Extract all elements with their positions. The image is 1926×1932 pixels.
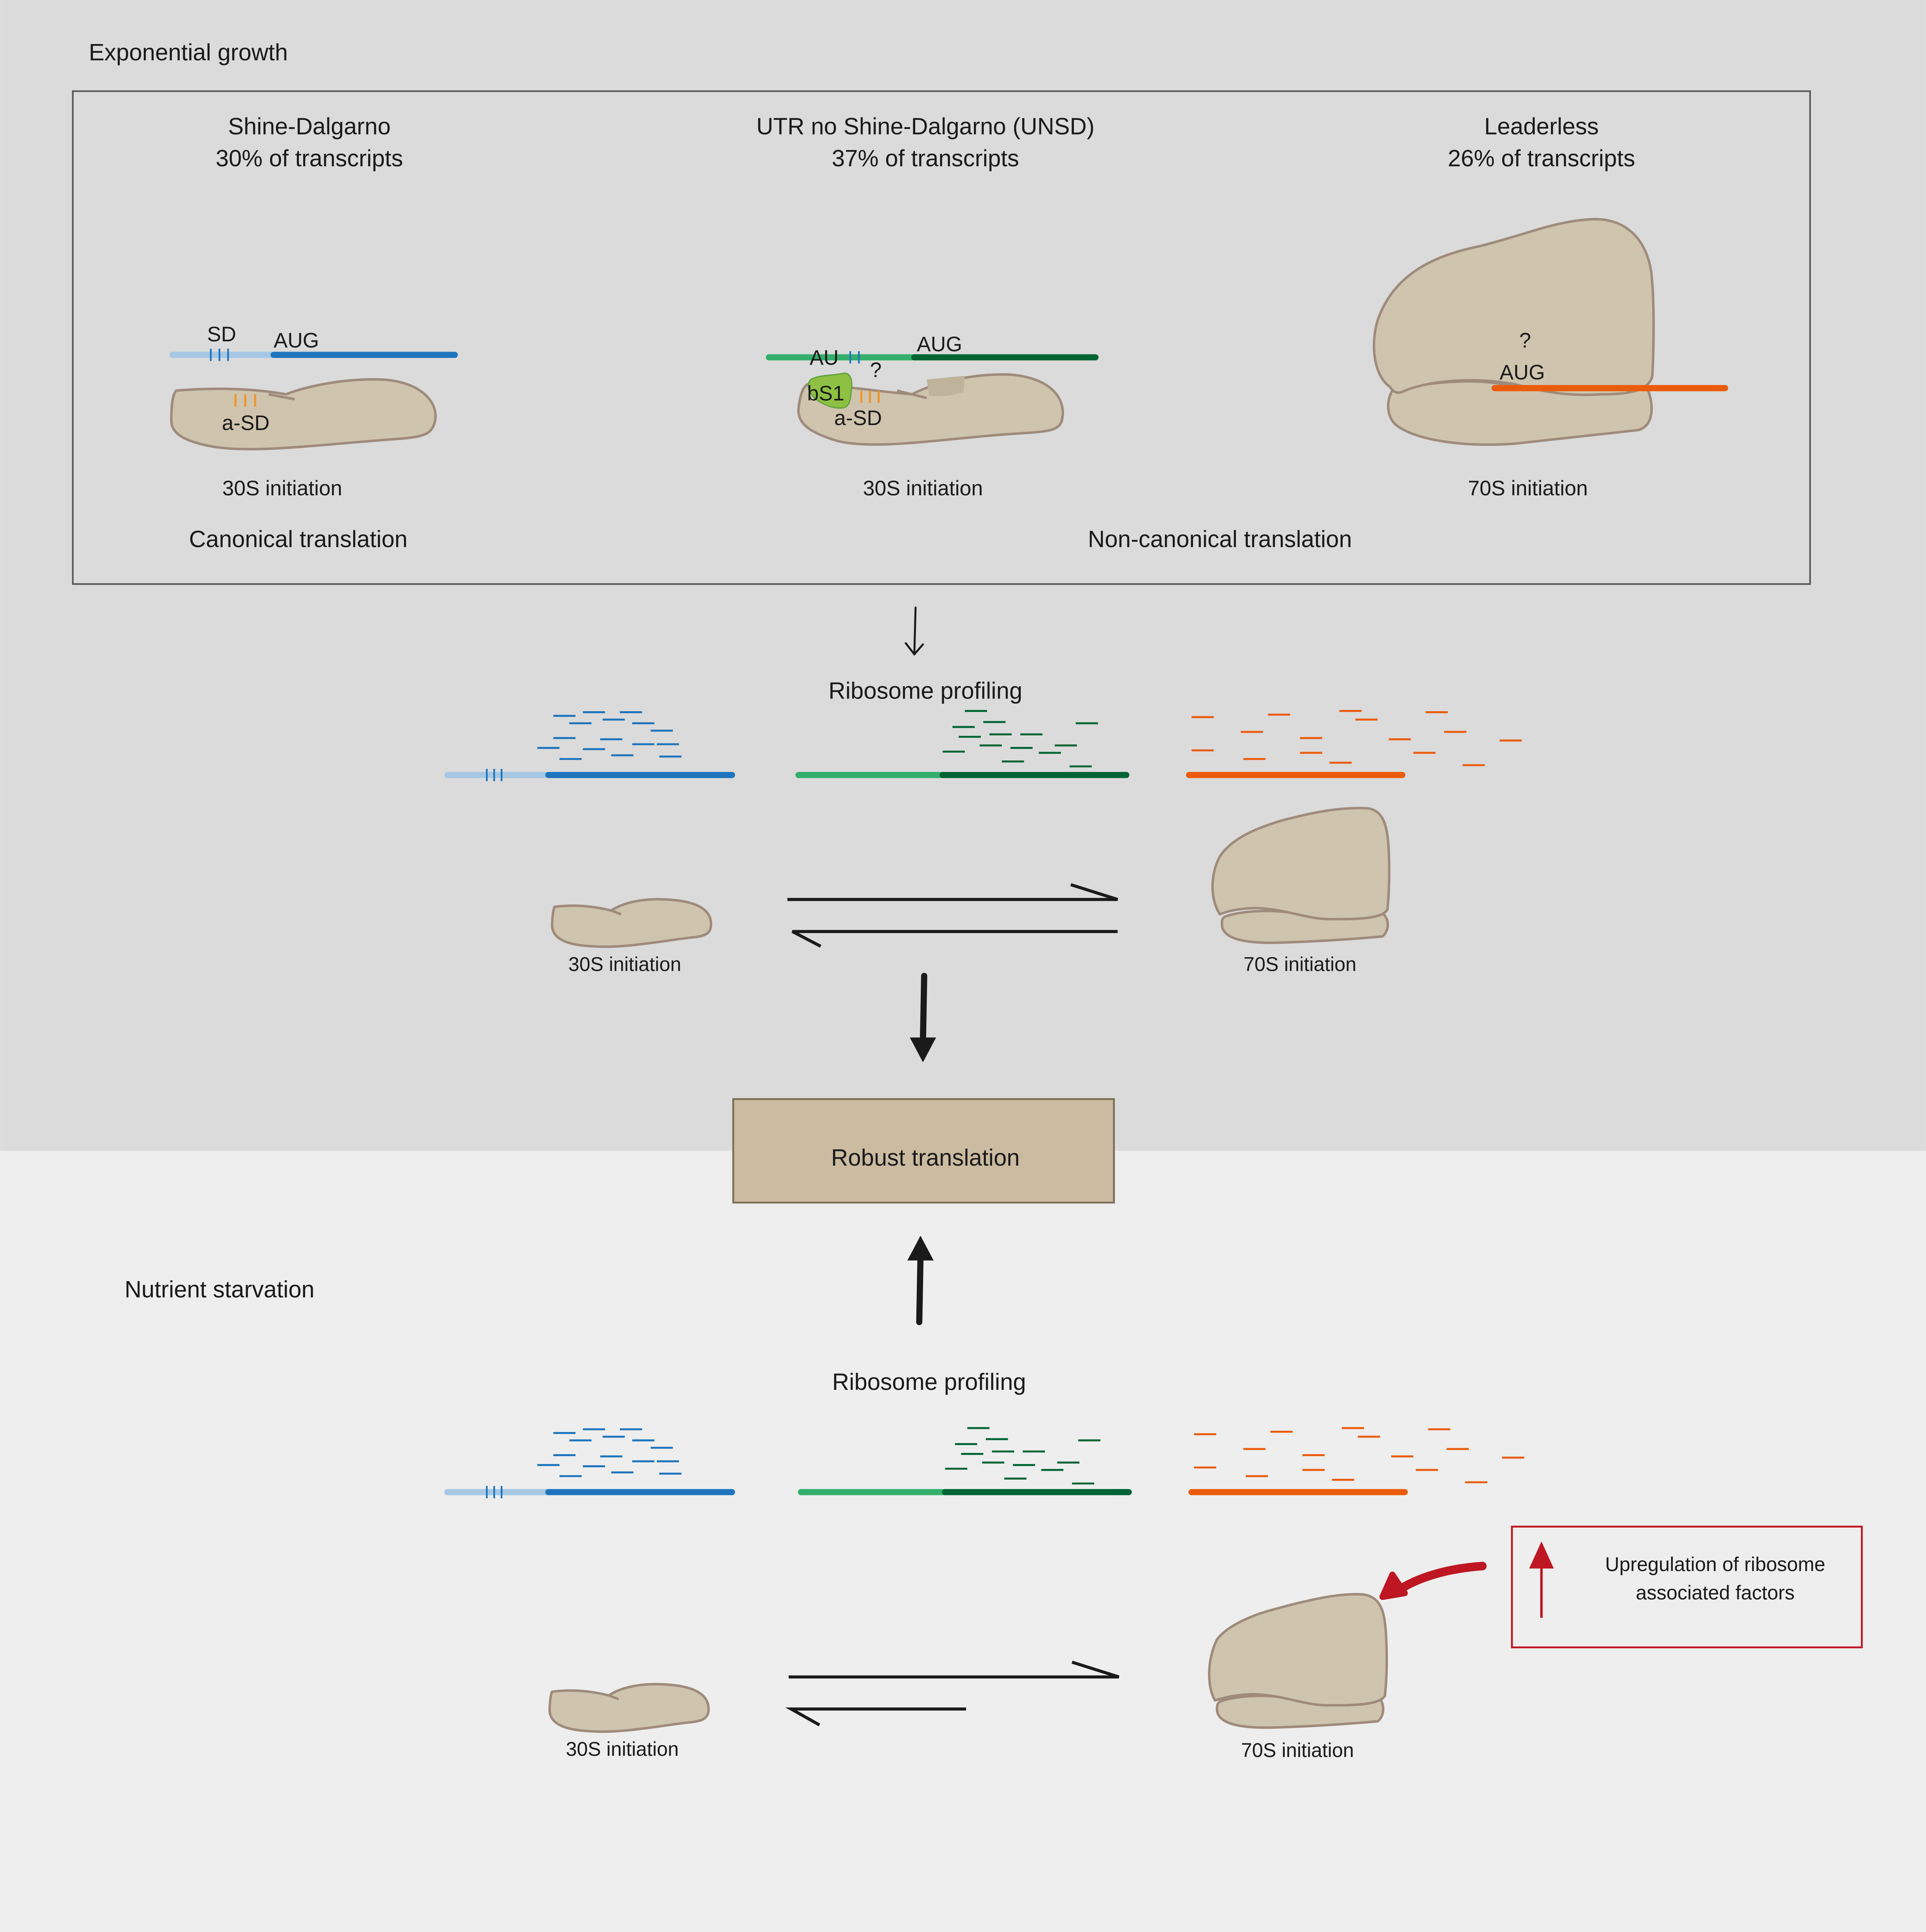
section-title-exponential: Exponential growth: [89, 40, 288, 65]
equilibrium-arrows-shifted: [785, 1661, 1120, 1726]
callout-line-1: Upregulation of ribosome: [1605, 1553, 1825, 1575]
noncanonical-translation-label: Non-canonical translation: [1088, 526, 1352, 552]
bs1-label: bS1: [807, 382, 845, 405]
panel-unsd-mode: 30S initiation: [863, 477, 983, 500]
canonical-translation-label: Canonical translation: [189, 526, 408, 552]
profiling-reads-starvation: [444, 1427, 1524, 1499]
ribosome-30s-subunit: [1387, 380, 1653, 446]
equilibrium-exponential: 30S initiation 70S initiation: [551, 806, 1391, 975]
asd-label: a-SD: [834, 406, 882, 430]
sd-ticks: [210, 348, 229, 361]
ribosome-70s-subunit-large: [1208, 1593, 1388, 1707]
equilibrium-arrows: [787, 883, 1118, 948]
robust-translation-box: [732, 1098, 1115, 1204]
initiation-mechanisms-frame: [72, 90, 1811, 585]
panel-unsd-title: UTR no Shine-Dalgarno (UNSD): [756, 114, 1095, 139]
partial-sd-ticks: [849, 351, 860, 364]
ribosome-profiling-label-bottom: Ribosome profiling: [832, 1369, 1026, 1395]
panel-leaderless-mode: 70S initiation: [1468, 477, 1588, 500]
sd-label: SD: [207, 323, 236, 346]
curved-red-arrow-head: [1379, 1571, 1408, 1600]
equilibrium-left-label: 30S initiation: [566, 1738, 679, 1760]
aug-label: AUG: [1500, 361, 1545, 384]
ribosome-profiling-label-top: Ribosome profiling: [829, 678, 1022, 704]
panel-unsd-diagram: bS1 a-SD AU ? AUG 30S initiation: [766, 333, 1099, 500]
panel-leaderless-diagram: ? AUG 70S initiation: [1372, 218, 1728, 500]
question-mark: ?: [870, 358, 881, 382]
down-arrow-thin: [904, 606, 924, 656]
ribosome-30s-sd: [170, 378, 437, 450]
ribosome-50s-subunit: [1372, 218, 1655, 396]
panel-sd-diagram: a-SD SD AUG 30S initiation: [169, 323, 458, 500]
panel-sd-subtitle: 30% of transcripts: [216, 146, 403, 171]
equilibrium-right-label: 70S initiation: [1241, 1739, 1354, 1761]
aug-label: AUG: [273, 329, 319, 352]
curved-red-arrow: [1391, 1562, 1487, 1596]
callout-line-2: associated factors: [1636, 1582, 1795, 1604]
question-mark: ?: [1519, 329, 1531, 352]
asd-ticks: [860, 391, 880, 403]
upregulation-callout: Upregulation of ribosome associated fact…: [1379, 1526, 1863, 1649]
panel-leaderless-subtitle: 26% of transcripts: [1448, 146, 1635, 171]
panel-sd-title: Shine-Dalgarno: [228, 114, 391, 139]
platform-notch: [268, 393, 295, 400]
section-title-starvation: Nutrient starvation: [125, 1277, 315, 1303]
bs1-protein: [807, 372, 852, 409]
platform-notch: [897, 389, 927, 399]
callout-box: [1511, 1526, 1863, 1649]
up-arrow-icon: [1529, 1541, 1554, 1618]
exponential-background: [0, 0, 1926, 1151]
down-arrow-thick: [910, 973, 936, 1062]
asd-label: a-SD: [222, 412, 269, 435]
asd-ticks: [234, 394, 256, 407]
au-label: AU: [810, 346, 839, 369]
equilibrium-right-label: 70S initiation: [1243, 953, 1356, 975]
up-arrow-thick: [907, 1235, 934, 1325]
aug-label: AUG: [917, 333, 962, 356]
equilibrium-left-label: 30S initiation: [568, 953, 681, 975]
profiling-reads-exponential: [444, 710, 1522, 781]
starvation-background: [0, 1151, 1926, 1932]
panel-unsd-subtitle: 37% of transcripts: [832, 146, 1019, 171]
platform-shade: [926, 375, 965, 396]
panel-leaderless-title: Leaderless: [1484, 114, 1599, 139]
robust-translation-label: Robust translation: [831, 1145, 1020, 1171]
ribosome-70s-subunit-large: [1211, 806, 1391, 921]
panel-sd-mode: 30S initiation: [222, 477, 342, 500]
equilibrium-starvation: 30S initiation 70S initiation: [548, 1593, 1388, 1761]
